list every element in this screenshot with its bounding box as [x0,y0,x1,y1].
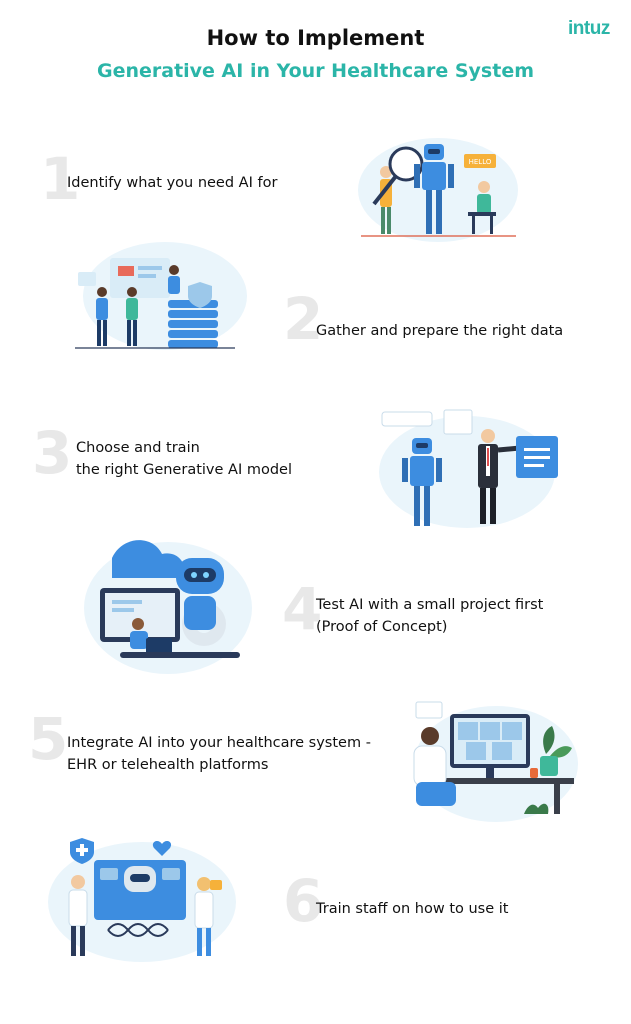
step-5-text: Integrate AI into your healthcare system… [67,732,371,776]
intuz-logo: intuz [568,18,610,39]
step-2-number: 2 [283,285,324,353]
title-line-2: Generative AI in Your Healthcare System [96,60,535,82]
step-6-number: 6 [283,867,324,935]
step-4-text-line-1: Test AI with a small project first [316,597,544,613]
telehealth-desk-illustration [404,696,580,826]
step-5-text-line-1: Integrate AI into your healthcare system… [67,735,371,751]
step-6-text-line-1: Train staff on how to use it [316,901,509,917]
title-line-1: How to Implement [206,26,425,50]
data-server-team-illustration [70,236,250,354]
step-1-text-line-1: Identify what you need AI for [67,175,278,191]
step-5-number: 5 [28,705,69,773]
medical-staff-ai-illustration [38,830,238,966]
step-1-text: Identify what you need AI for [67,172,277,194]
step-6-text: Train staff on how to use it [316,898,508,920]
step-4-text: Test AI with a small project first (Proo… [316,594,543,638]
step-4-number: 4 [282,575,323,643]
step-3-text-line-2: the right Generative AI model [76,462,292,478]
step-3-text: Choose and train the right Generative AI… [76,437,292,481]
robot-presentation-illustration [372,406,562,532]
hello-sign-text: HELLO [469,158,492,166]
step-2-text: Gather and prepare the right data [316,320,563,342]
step-3-number: 3 [32,419,73,487]
step-2-text-line-1: Gather and prepare the right data [316,323,564,339]
step-1-number: 1 [40,145,81,213]
step-4-text-line-2: (Proof of Concept) [316,619,448,635]
step-5-text-line-2: EHR or telehealth platforms [67,757,269,773]
laptop-robot-illustration [80,528,256,678]
robot-magnifier-illustration: HELLO [356,132,521,244]
step-3-text-line-1: Choose and train [76,440,200,456]
